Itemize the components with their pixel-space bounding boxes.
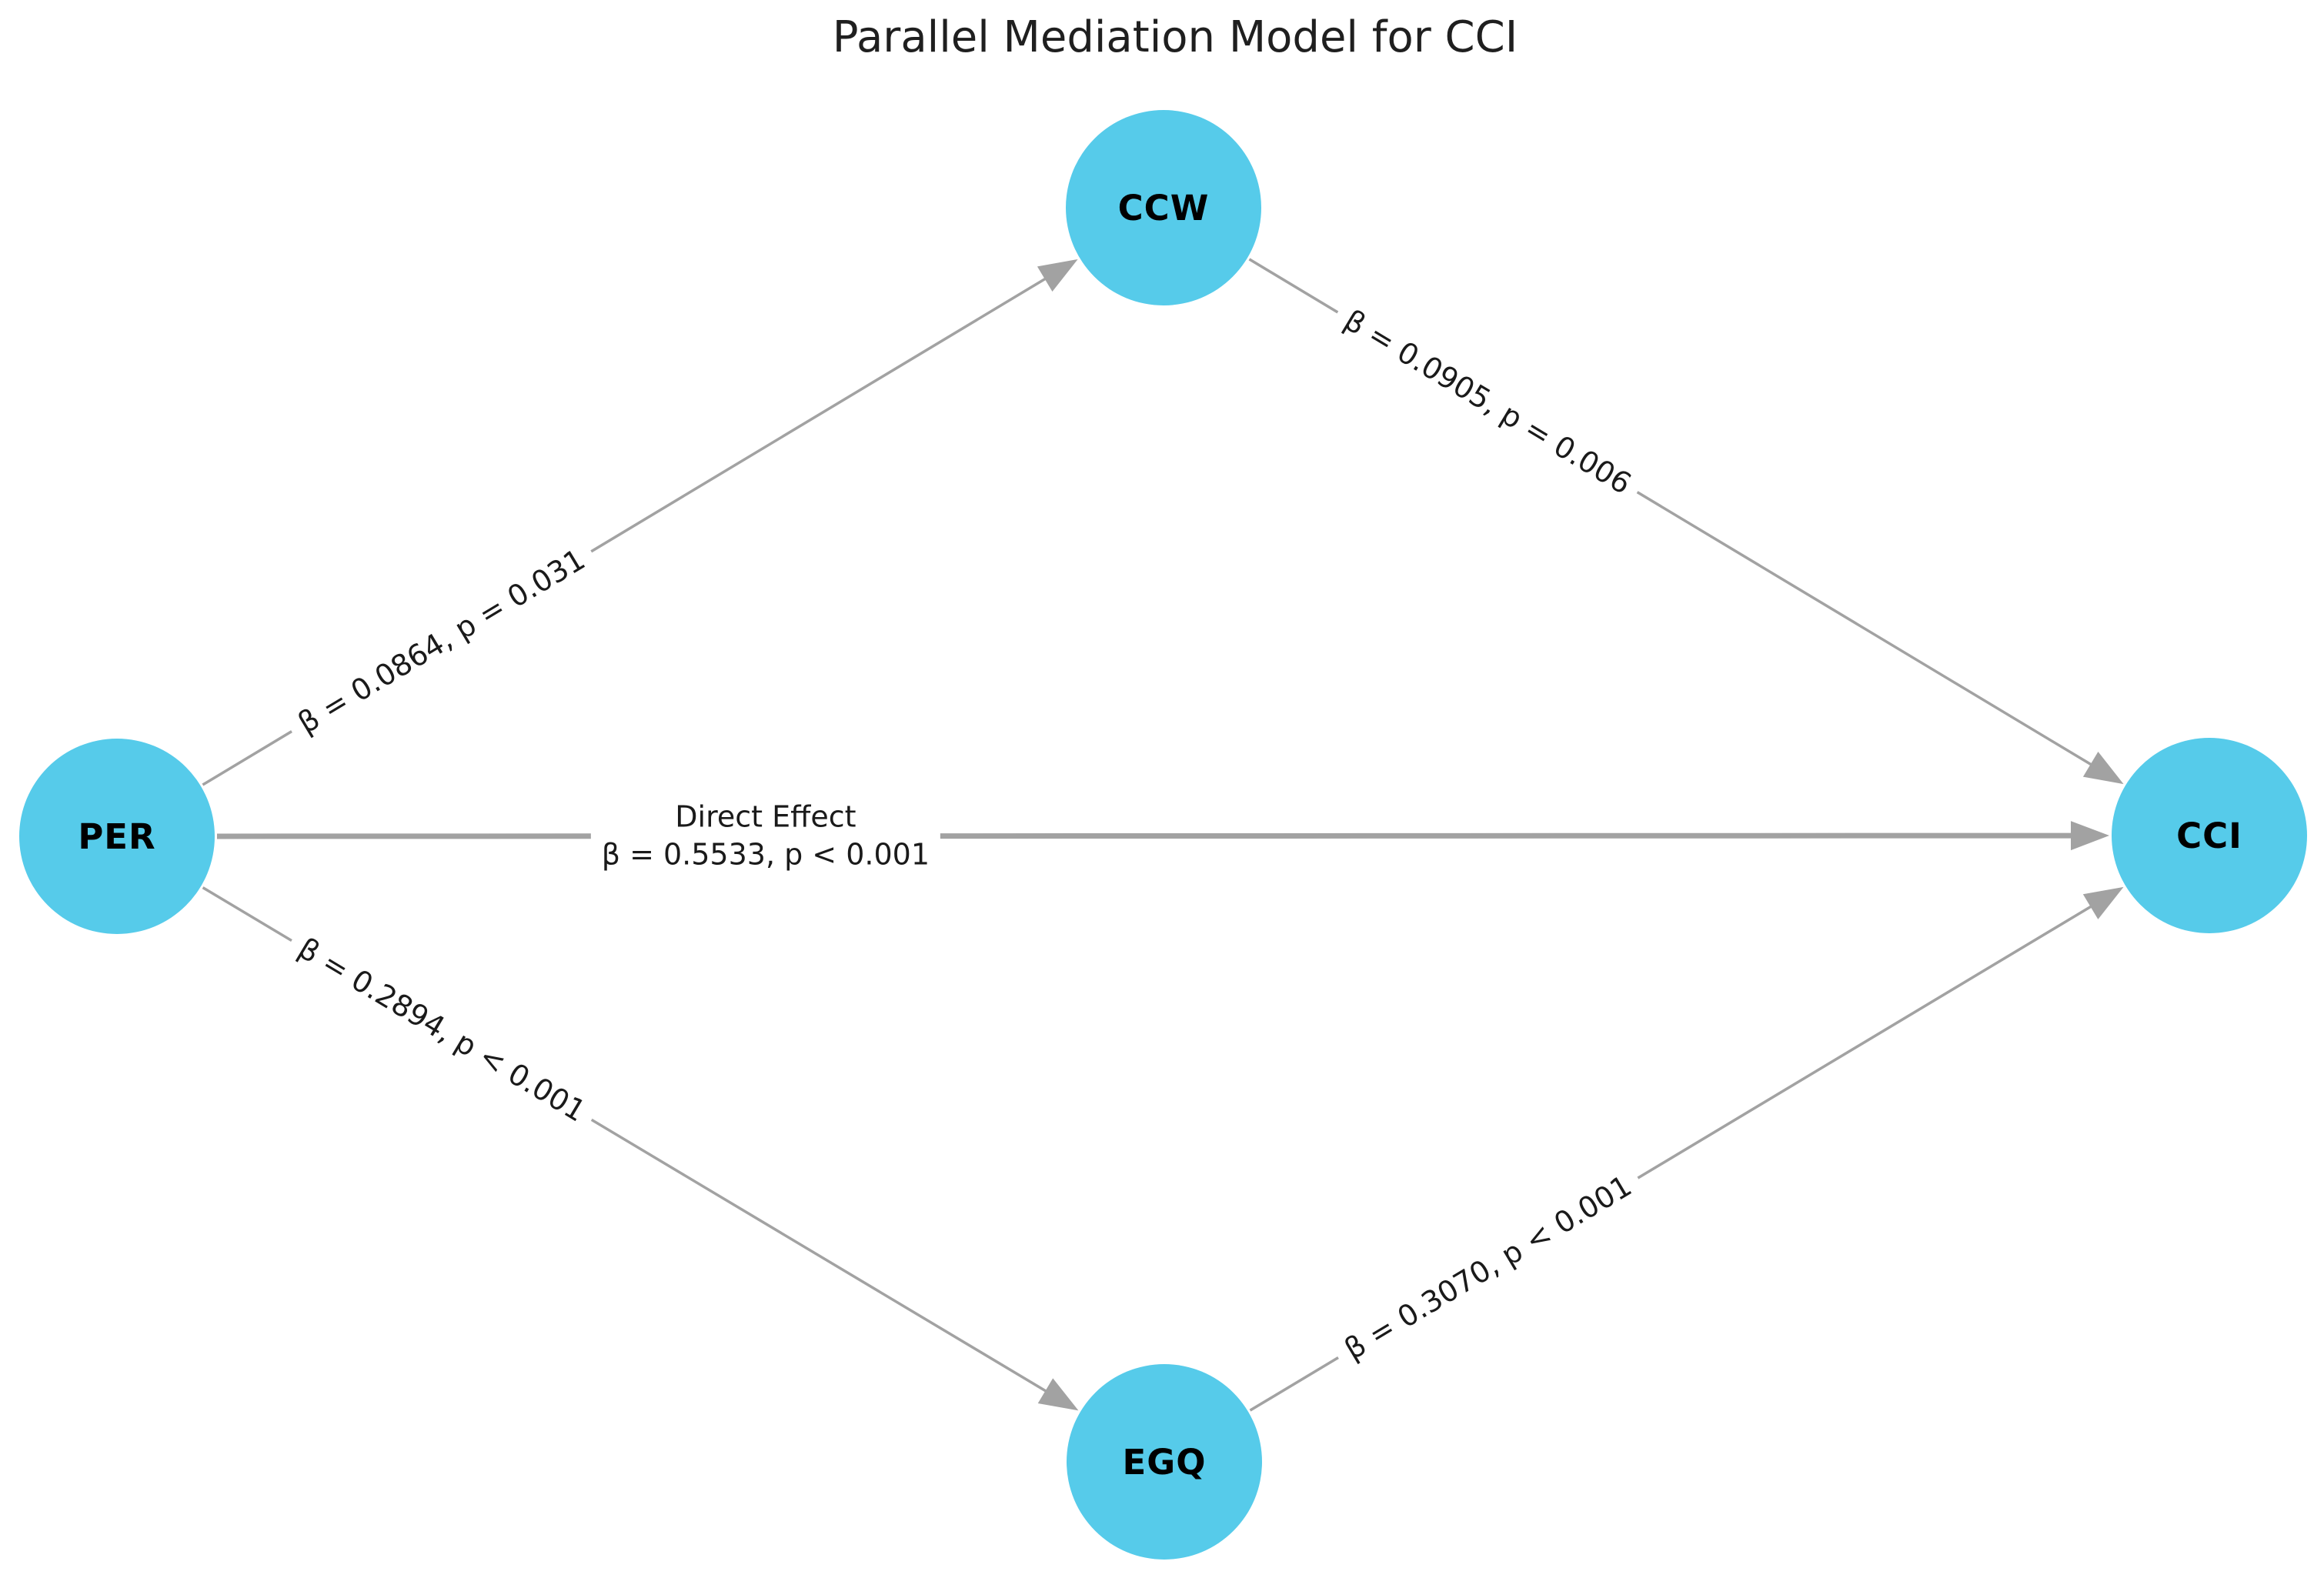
node-label-PER: PER — [78, 816, 156, 857]
node-CCW: CCW — [1066, 110, 1261, 305]
edge-label-line: β = 0.5533, p < 0.001 — [601, 837, 930, 872]
node-CCI: CCI — [2112, 738, 2307, 933]
arrowhead-CCW-CCI — [2082, 752, 2124, 785]
diagram-title: Parallel Mediation Model for CCI — [832, 12, 1518, 62]
arrowhead-PER-CCI — [2070, 821, 2109, 851]
node-label-CCW: CCW — [1117, 187, 1210, 229]
node-EGQ: EGQ — [1067, 1364, 1262, 1560]
node-label-EGQ: EGQ — [1122, 1441, 1207, 1483]
node-label-CCI: CCI — [2176, 815, 2242, 856]
arrowhead-EGQ-CCI — [2082, 886, 2124, 919]
arrowhead-PER-EGQ — [1037, 1378, 1079, 1411]
edge-label-line: Direct Effect — [675, 799, 856, 834]
node-PER: PER — [19, 739, 215, 934]
arrowhead-PER-CCW — [1037, 259, 1078, 292]
